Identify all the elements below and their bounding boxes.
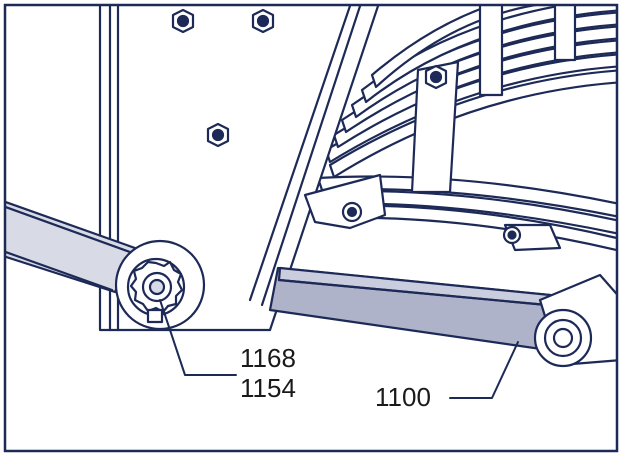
link-arm [5,200,137,294]
hex-bolt-icon [251,8,275,34]
spring-shackle [410,60,460,194]
callout-1154: 1154 [240,373,296,403]
figure-border [3,3,619,453]
bushing-left [114,239,206,331]
leader-lines [159,299,519,399]
callout-1168: 1168 [240,343,296,373]
rod-1100 [268,266,562,352]
leaf-spring-stack [316,5,617,252]
callout-1100: 1100 [375,382,431,412]
hex-bolt-icon [206,122,230,148]
bushing-right [533,273,617,368]
plate-bolts [171,8,275,148]
spring-seat-bracket [303,173,562,252]
hex-bolt-icon [171,8,195,34]
